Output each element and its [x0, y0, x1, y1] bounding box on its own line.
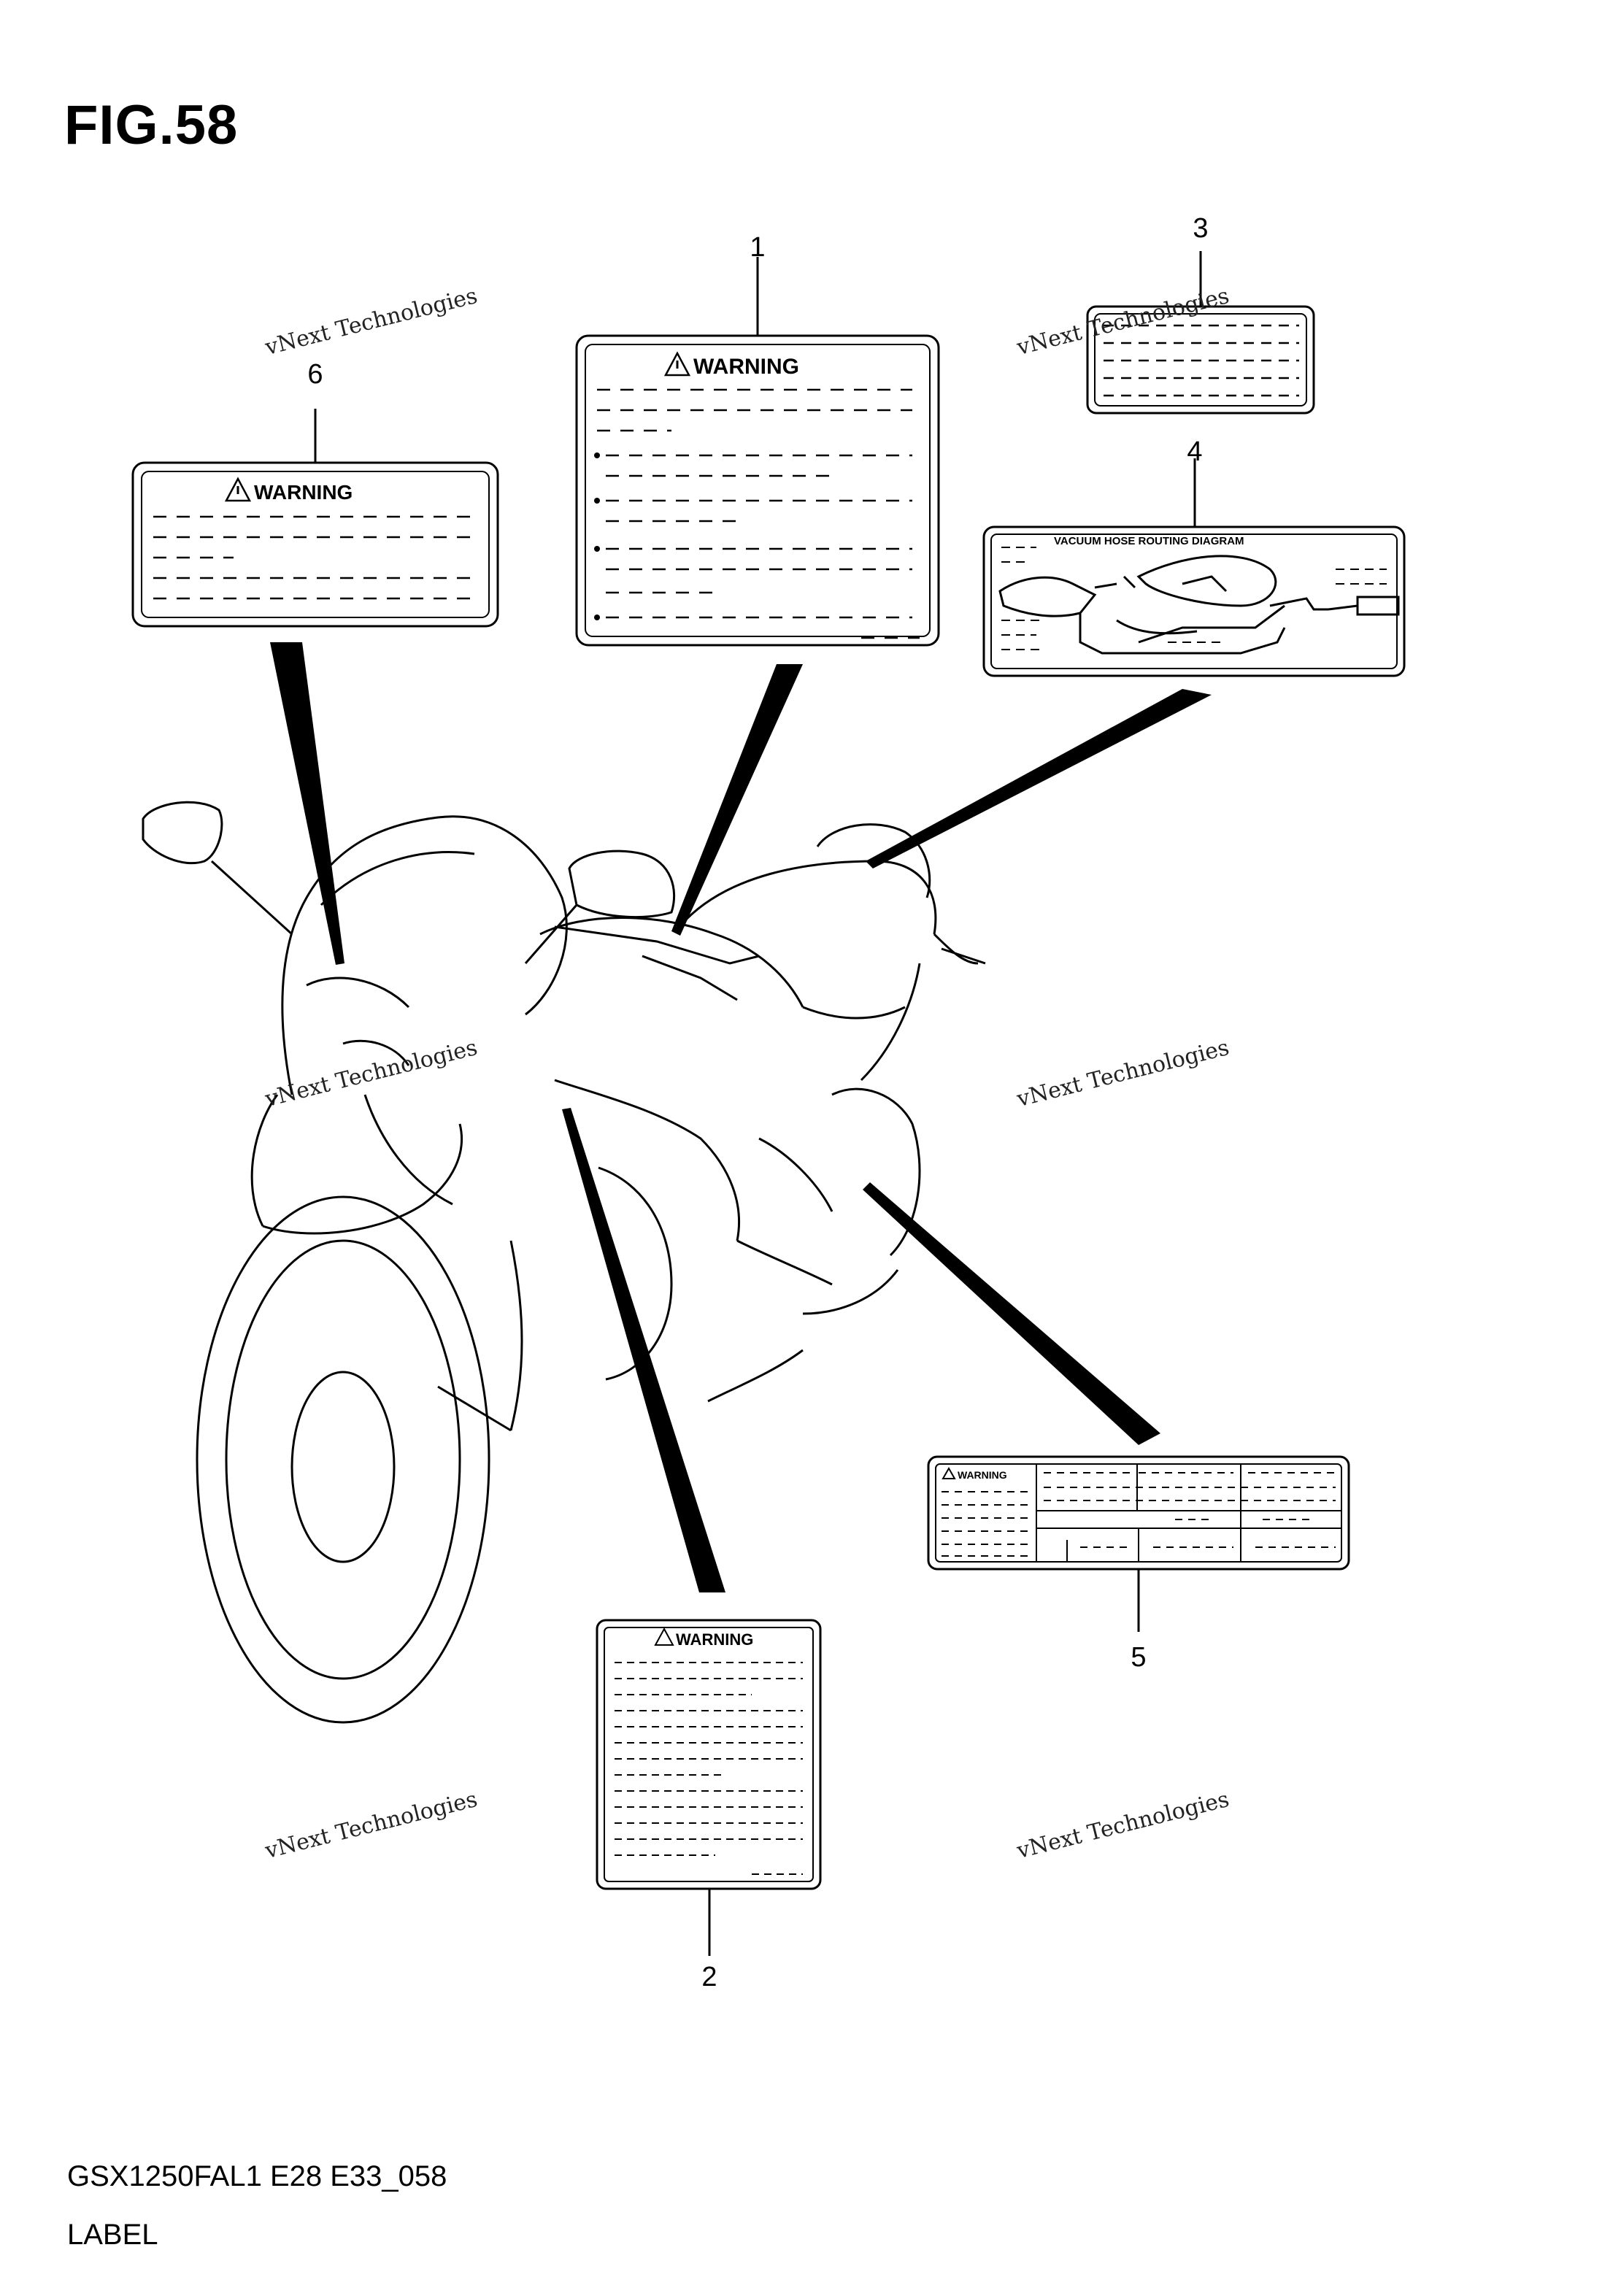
warning-triangle-icon [224, 477, 252, 502]
label-3-sticker [1086, 251, 1315, 415]
label-1-warning-sticker [575, 257, 940, 647]
label-2-warning-sticker [596, 1619, 822, 1956]
leader-pointers [270, 642, 1212, 1592]
model-code: GSX1250FAL1 E28 E33_058 [67, 2160, 447, 2192]
label-5-warning-text: WARNING [958, 1469, 1007, 1481]
label-6-warning-text: WARNING [254, 481, 353, 504]
label-5-warning-table-sticker [927, 1455, 1350, 1632]
label-6-warning-sticker [131, 409, 499, 628]
callout-6: 6 [307, 359, 323, 390]
callout-3: 3 [1193, 213, 1209, 244]
warning-triangle-icon [663, 351, 691, 377]
warning-triangle-icon [942, 1466, 956, 1479]
section-label: LABEL [67, 2219, 158, 2251]
label-1-warning-text: WARNING [693, 355, 799, 379]
callout-4: 4 [1187, 436, 1203, 467]
callout-5: 5 [1131, 1642, 1147, 1673]
warning-triangle-icon [654, 1627, 674, 1646]
label-2-warning-text: WARNING [676, 1630, 753, 1649]
callout-1: 1 [750, 232, 766, 263]
label-4-title-text: VACUUM HOSE ROUTING DIAGRAM [1054, 535, 1244, 547]
label-4-vacuum-hose-diagram [982, 458, 1406, 677]
callout-2: 2 [701, 1962, 717, 1992]
figure-title: FIG.58 [64, 94, 239, 156]
motorcycle-outline [142, 801, 986, 1724]
